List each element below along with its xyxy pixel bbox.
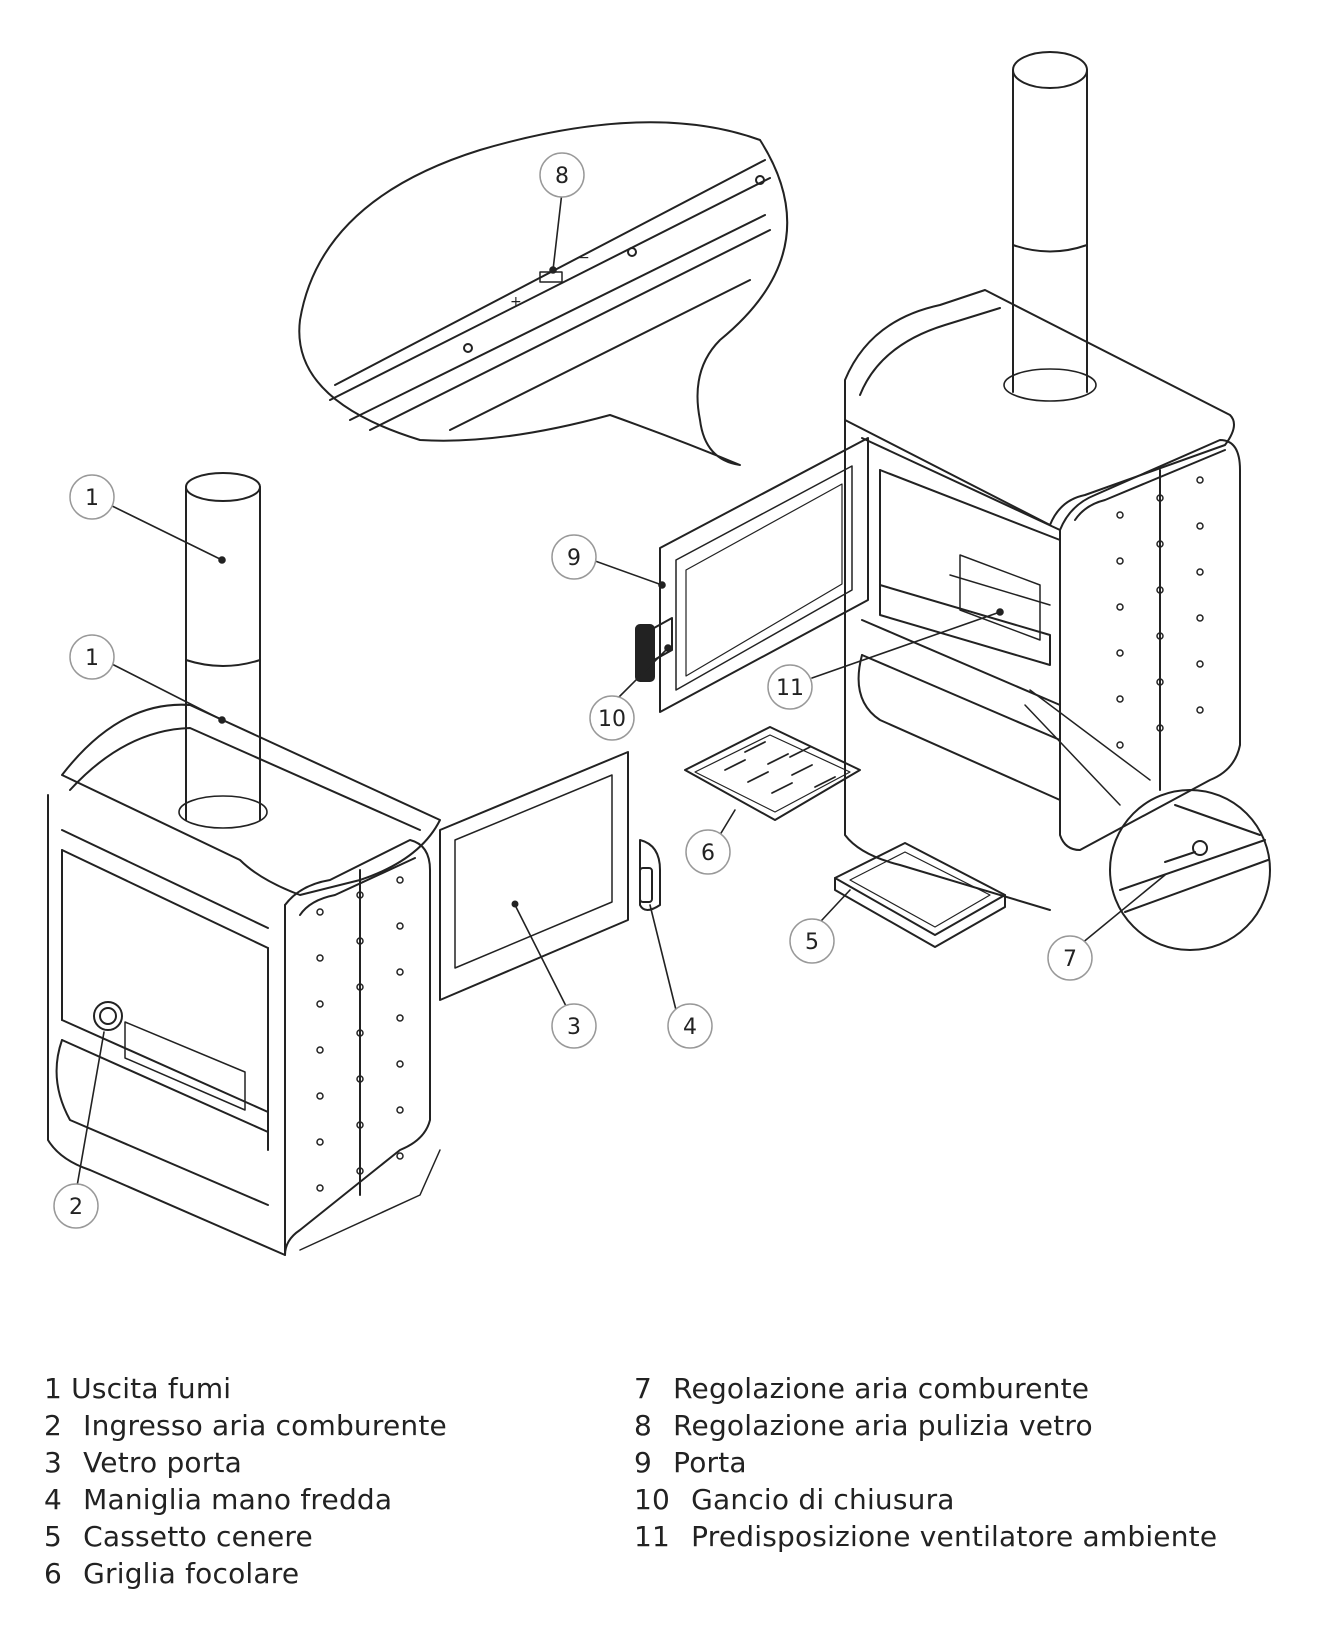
stove-left <box>47 472 441 1256</box>
stove-right <box>844 51 1241 911</box>
flue-pipe-left <box>178 472 268 829</box>
callout-1-upper: 1 <box>69 474 115 520</box>
svg-text:3: 3 <box>567 1015 581 1040</box>
svg-text:8: 8 <box>555 164 569 189</box>
legend-item: 5 Cassetto cenere <box>44 1520 313 1553</box>
legend-right-column: 7 Regolazione aria comburente 8 Regolazi… <box>634 1370 1217 1555</box>
legend-item: 10 Gancio di chiusura <box>634 1483 955 1516</box>
door-glass-part <box>439 751 629 1001</box>
callout-10: 10 <box>589 695 635 741</box>
callout-11: 11 <box>767 664 813 710</box>
callout-3: 3 <box>551 1003 597 1049</box>
firebox-grate-part <box>684 726 861 821</box>
legend-item: 9 Porta <box>634 1446 747 1479</box>
svg-text:7: 7 <box>1063 947 1077 972</box>
svg-text:+: + <box>510 294 522 310</box>
callout-4: 4 <box>667 1003 713 1049</box>
detail-bubble-top: + − <box>298 121 789 466</box>
legend-item: 3 Vetro porta <box>44 1446 242 1479</box>
legend-item: 8 Regolazione aria pulizia vetro <box>634 1409 1093 1442</box>
cold-hand-handle-part <box>639 839 661 911</box>
svg-text:9: 9 <box>567 546 581 571</box>
exploded-stove-drawing: + − <box>47 51 1271 1256</box>
legend-left-column: 1 Uscita fumi 2 Ingresso aria comburente… <box>44 1370 447 1592</box>
legend-item: 4 Maniglia mano fredda <box>44 1483 393 1516</box>
svg-text:5: 5 <box>805 930 819 955</box>
ash-drawer-part <box>834 842 1006 948</box>
legend-item: 6 Griglia focolare <box>44 1557 300 1590</box>
callout-2: 2 <box>53 1183 99 1229</box>
svg-text:1: 1 <box>85 486 99 511</box>
svg-text:−: − <box>578 250 590 266</box>
svg-text:6: 6 <box>701 841 715 866</box>
svg-text:1: 1 <box>85 646 99 671</box>
legend-item: 1 Uscita fumi <box>44 1372 232 1405</box>
svg-text:11: 11 <box>776 676 804 701</box>
callout-1-lower: 1 <box>69 634 115 680</box>
legend-item: 11 Predisposizione ventilatore ambiente <box>634 1520 1218 1553</box>
legend-item: 7 Regolazione aria comburente <box>634 1372 1090 1405</box>
flue-pipe-right <box>1003 51 1097 402</box>
callout-9: 9 <box>551 534 597 580</box>
legend-item: 2 Ingresso aria comburente <box>44 1409 447 1442</box>
callout-7: 7 <box>1047 935 1093 981</box>
callout-8: 8 <box>539 152 585 198</box>
svg-text:2: 2 <box>69 1195 83 1220</box>
svg-text:10: 10 <box>598 707 626 732</box>
svg-text:4: 4 <box>683 1015 697 1040</box>
leader-lines <box>75 191 1166 1193</box>
callout-5: 5 <box>789 918 835 964</box>
callout-6: 6 <box>685 829 731 875</box>
detail-bubble-bottom <box>1024 689 1271 951</box>
